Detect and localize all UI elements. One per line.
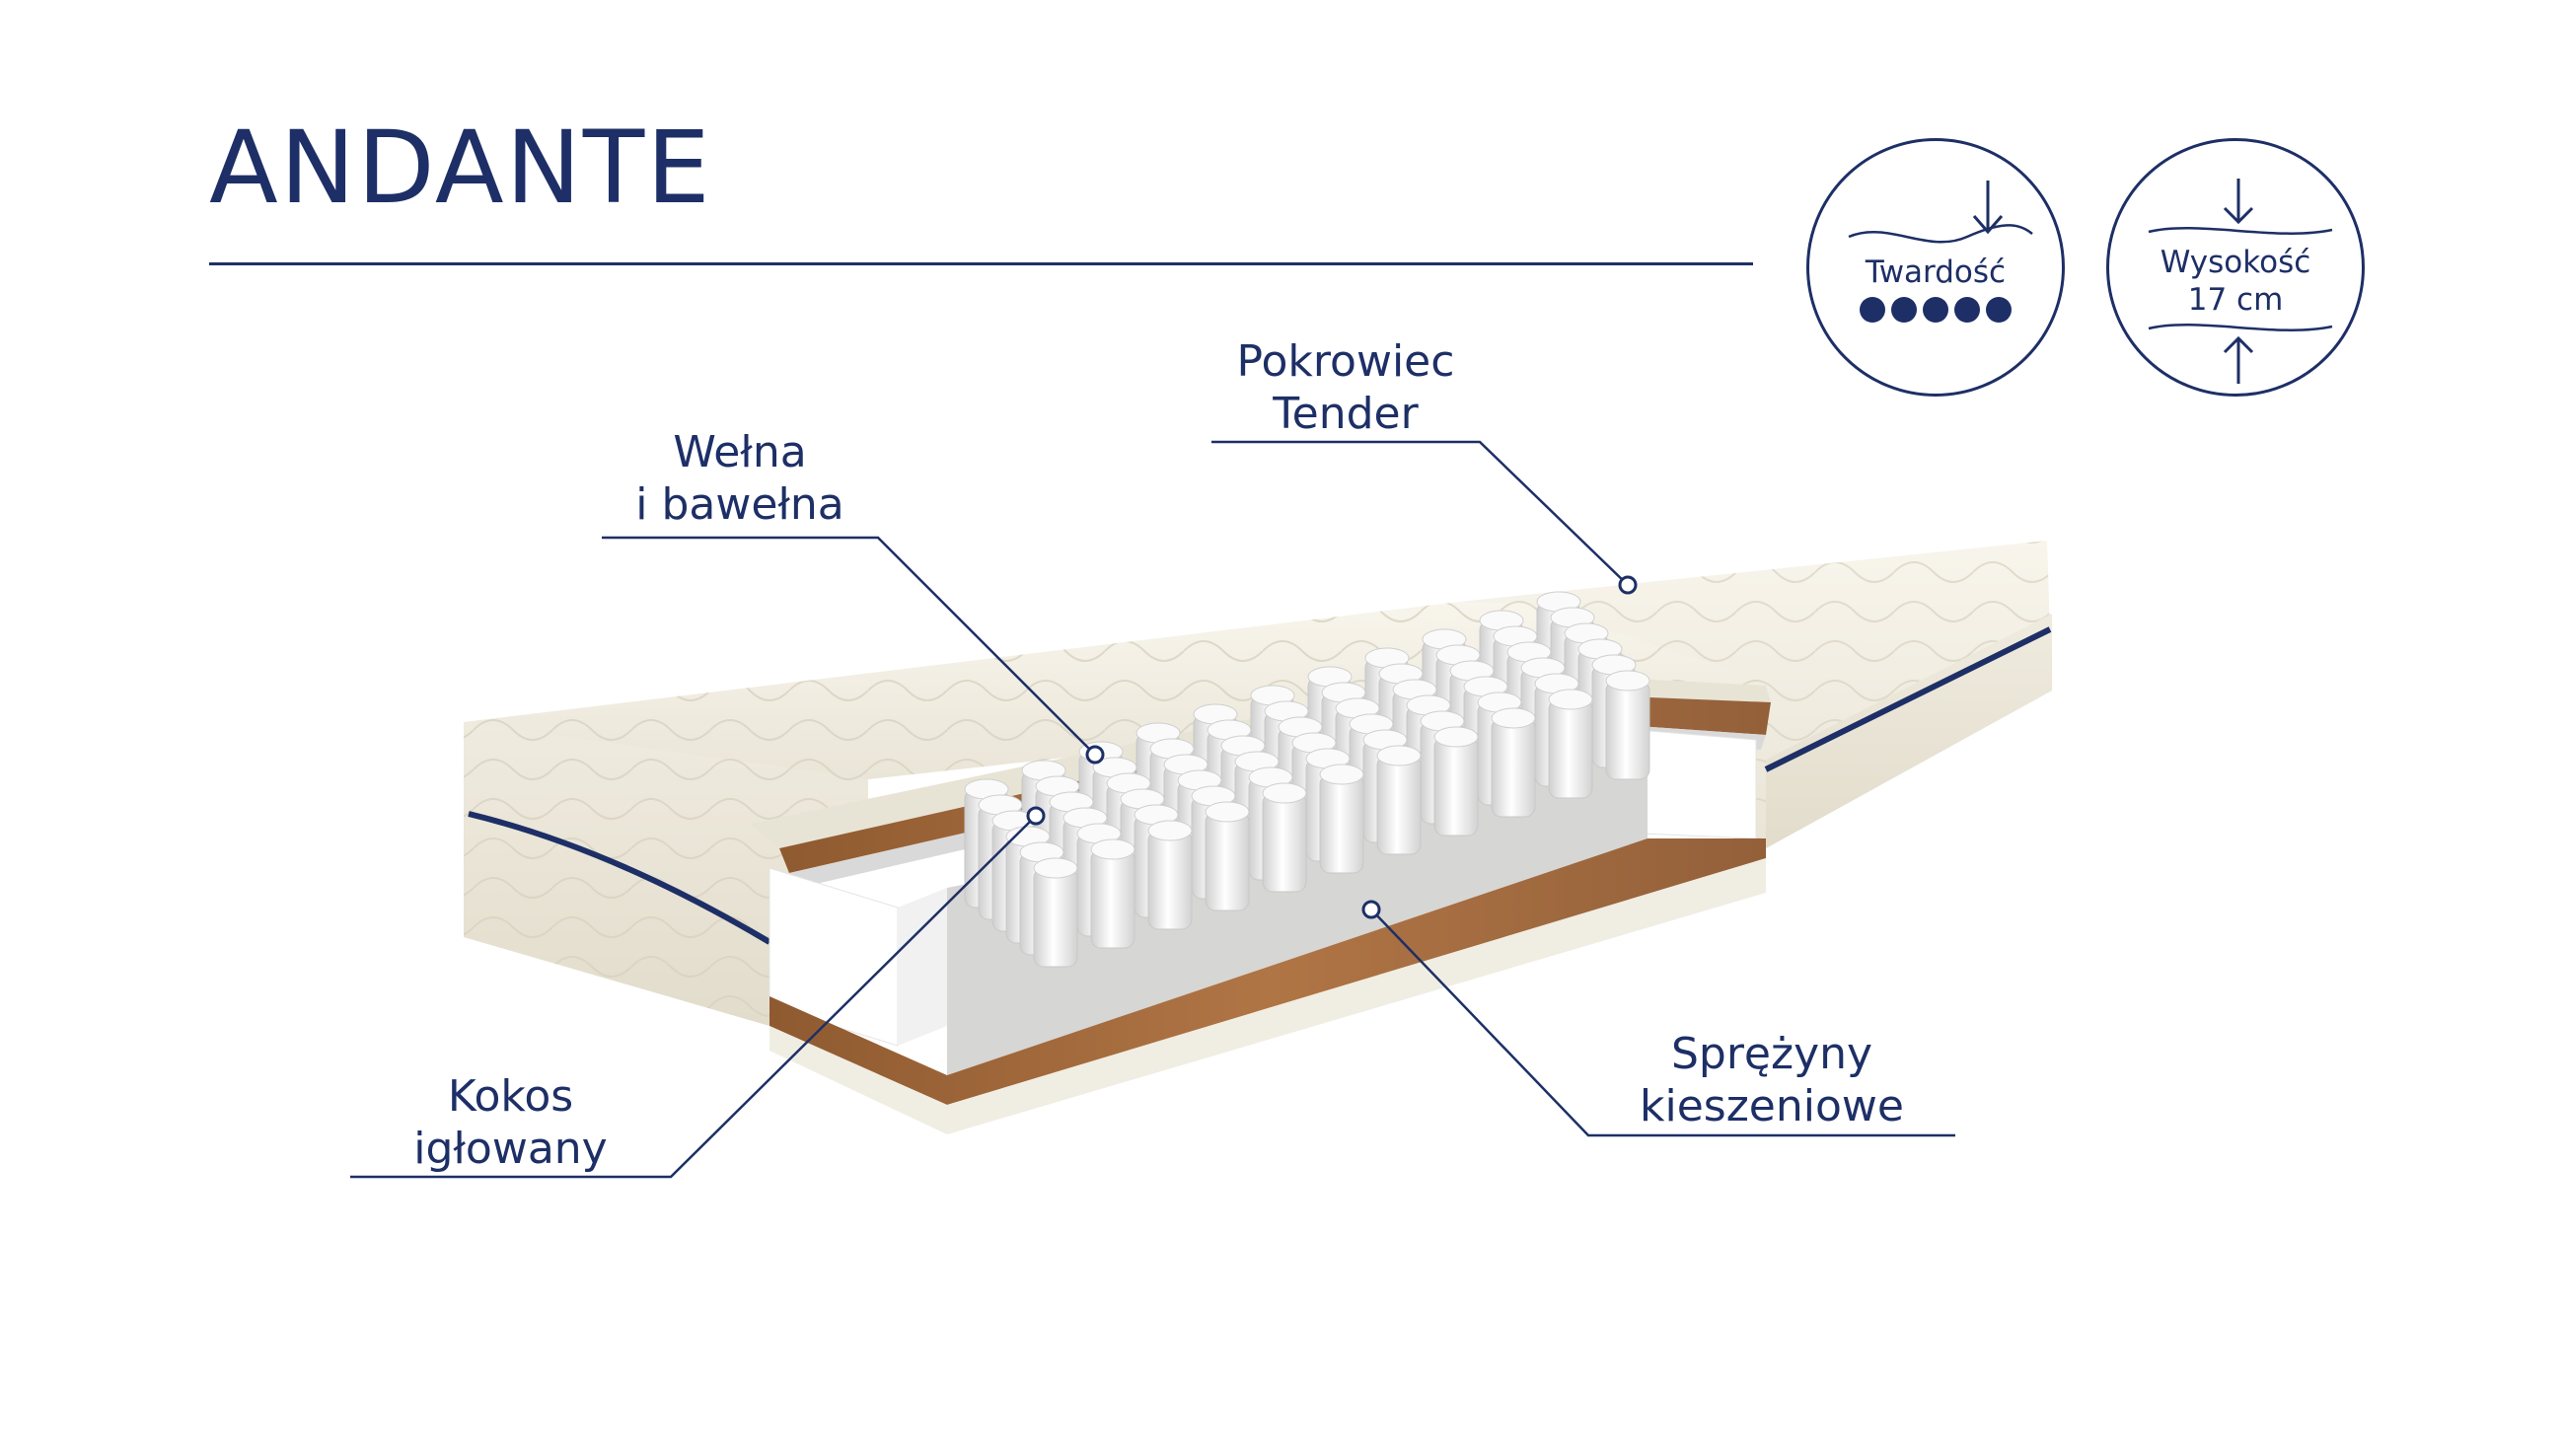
spring-pocket: [1090, 848, 1135, 949]
spring-pocket: [1262, 792, 1307, 893]
arrow-up-icon: [2223, 335, 2254, 354]
foam-block-right: [1637, 729, 1757, 839]
leader-lines: [350, 440, 1955, 1179]
label-wool-line1: Wełna: [673, 427, 807, 477]
title-divider: [209, 262, 1753, 265]
coconut-top-layer: [779, 691, 1771, 873]
pocket-springs: [964, 591, 1650, 968]
spring-pocket-top: [1090, 838, 1135, 860]
spring-pocket-top: [1205, 801, 1250, 823]
marker-springs: [1361, 900, 1381, 919]
label-coconut-line2: igłowany: [413, 1124, 608, 1174]
product-title: ANDANTE: [209, 109, 712, 227]
label-springs: Sprężyny kieszeniowe: [1588, 1028, 1955, 1132]
spring-pocket: [1433, 736, 1479, 837]
spring-pocket-top: [1376, 745, 1422, 766]
firmness-dot: [1923, 297, 1948, 323]
wool-layer: [750, 671, 1771, 848]
spring-pocket-top: [1319, 764, 1364, 785]
firmness-dot: [1891, 297, 1917, 323]
label-wool: Wełna i bawełna: [602, 426, 878, 531]
spring-pocket-top: [1147, 820, 1193, 841]
leader-coconut: [350, 815, 1037, 1179]
label-springs-line2: kieszeniowe: [1640, 1081, 1904, 1131]
leader-wool: [602, 536, 1096, 756]
firmness-badge-graphic: [1848, 181, 2033, 244]
label-cover-line1: Pokrowiec: [1236, 336, 1455, 387]
label-coconut: Kokos igłowany: [350, 1070, 671, 1175]
height-badge-graphic: [2148, 179, 2333, 384]
label-coconut-line1: Kokos: [447, 1071, 574, 1122]
spring-pocket: [1033, 867, 1078, 968]
firmness-dot: [1954, 297, 1980, 323]
spring-pocket: [1319, 773, 1364, 874]
firmness-badge: Twardość: [1806, 138, 2065, 397]
spring-pocket: [1205, 811, 1250, 911]
spring-pocket: [1548, 698, 1593, 799]
spring-pocket-top: [1605, 670, 1650, 692]
arrow-down-icon: [2223, 206, 2254, 225]
spring-pocket-top: [1548, 689, 1593, 710]
arrow-down-icon: [1972, 215, 2004, 235]
label-cover-line2: Tender: [1273, 389, 1419, 439]
cover-left-block: [464, 722, 868, 1026]
firmness-dot: [1860, 297, 1885, 323]
spring-pocket-top: [1033, 857, 1078, 879]
spring-pocket: [1491, 717, 1536, 818]
spring-pocket: [1147, 830, 1193, 930]
leader-markers: [1026, 575, 1638, 919]
spring-pocket-top: [1262, 782, 1307, 804]
leader-springs: [1370, 909, 1955, 1137]
height-label: Wysokość: [2160, 245, 2311, 280]
spring-pocket-top: [1433, 726, 1479, 748]
foam-block-left: [769, 867, 947, 1047]
marker-wool: [1085, 745, 1105, 764]
spring-pocket-top: [1491, 707, 1536, 729]
label-cover: Pokrowiec Tender: [1211, 335, 1480, 440]
firmness-dots: [1809, 297, 2062, 323]
spring-pocket: [1605, 680, 1650, 780]
firmness-dot: [1986, 297, 2012, 323]
coconut-bottom-layer: [769, 838, 1766, 1105]
marker-coconut: [1026, 806, 1046, 826]
leader-cover: [1211, 440, 1629, 586]
firmness-label: Twardość: [1865, 255, 2007, 290]
label-wool-line2: i bawełna: [635, 479, 844, 530]
height-badge: Wysokość 17 cm: [2106, 138, 2365, 397]
marker-cover: [1618, 575, 1638, 595]
label-springs-line1: Sprężyny: [1670, 1029, 1873, 1079]
spring-pocket: [1376, 755, 1422, 855]
height-value: 17 cm: [2187, 282, 2284, 318]
